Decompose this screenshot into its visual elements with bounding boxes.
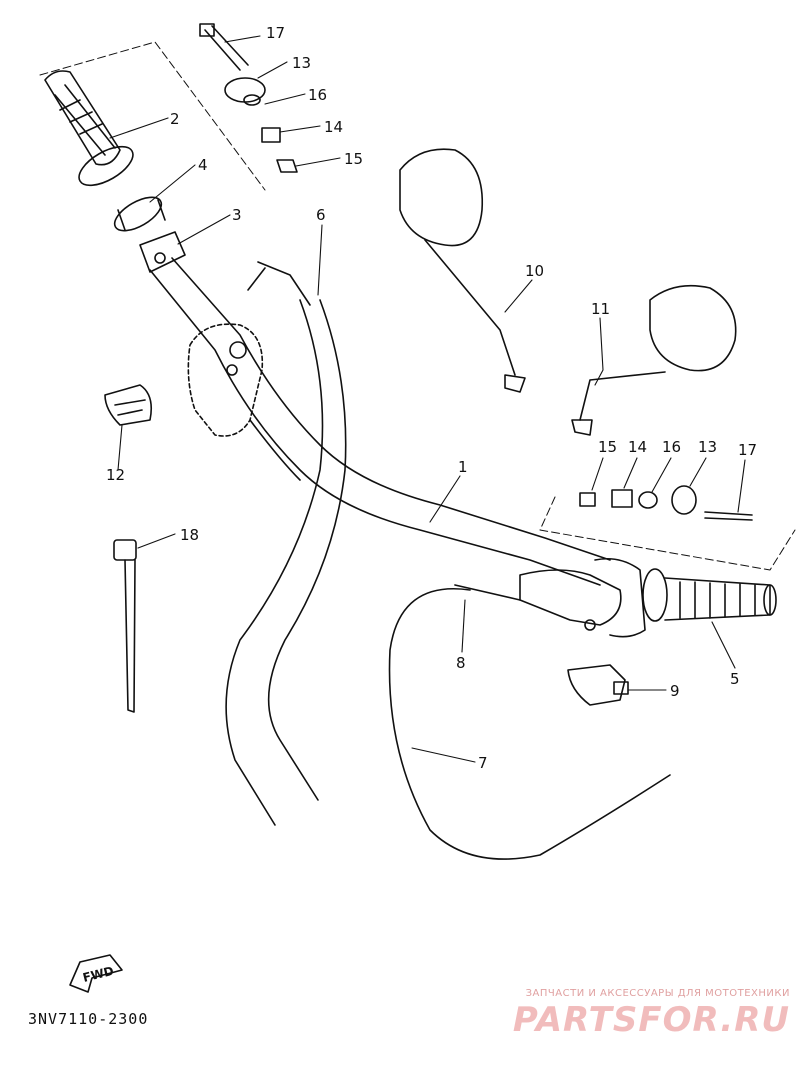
throttle-cables [225,261,347,826]
callout-2: 2 [170,110,180,128]
right-grip [642,568,777,622]
fwd-label: FWD [81,964,115,985]
handlebar [149,257,611,586]
part-code: 3NV7110-2300 [28,1010,149,1028]
switch-assembly-9 [567,664,629,706]
callout-17-right: 17 [738,441,757,459]
callout-17-top: 17 [266,24,285,42]
callout-10: 10 [525,262,544,280]
left-switch-housing [187,323,264,437]
clutch-cable [388,584,671,860]
switch-assembly-12 [104,384,153,426]
callout-6: 6 [316,206,326,224]
cable-tie [113,539,137,713]
callout-13-top: 13 [292,54,311,72]
fwd-arrow [69,954,123,993]
mirror-bolt-set-right [579,485,753,521]
group-bracket-lines [39,41,796,571]
watermark-tagline: ЗАПЧАСТИ И АКСЕССУАРЫ ДЛЯ МОТОТЕХНИКИ [525,988,790,999]
callout-16-top: 16 [308,86,327,104]
clamp-ring [139,231,186,273]
leader-lines [109,35,746,763]
callout-15-right: 15 [598,438,617,456]
callout-16-right: 16 [662,438,681,456]
callout-7: 7 [478,754,488,772]
grip-collar [113,196,166,232]
right-lever-holder [519,557,646,638]
callout-11: 11 [591,300,610,318]
callout-14-right: 14 [628,438,647,456]
callout-3: 3 [232,206,242,224]
callout-5: 5 [730,670,740,688]
callout-8: 8 [456,654,466,672]
callout-18: 18 [180,526,199,544]
callout-12: 12 [106,466,125,484]
callout-1: 1 [458,458,468,476]
left-grip [44,70,134,187]
callout-13-right: 13 [698,438,717,456]
mirror-bolt-set-top [199,23,298,173]
watermark-logo: PARTSFOR.RU [512,1000,790,1040]
right-mirror [571,284,737,436]
left-mirror [399,148,526,393]
callout-14-top: 14 [324,118,343,136]
callout-15-top: 15 [344,150,363,168]
callout-9: 9 [670,682,680,700]
callout-4: 4 [198,156,208,174]
